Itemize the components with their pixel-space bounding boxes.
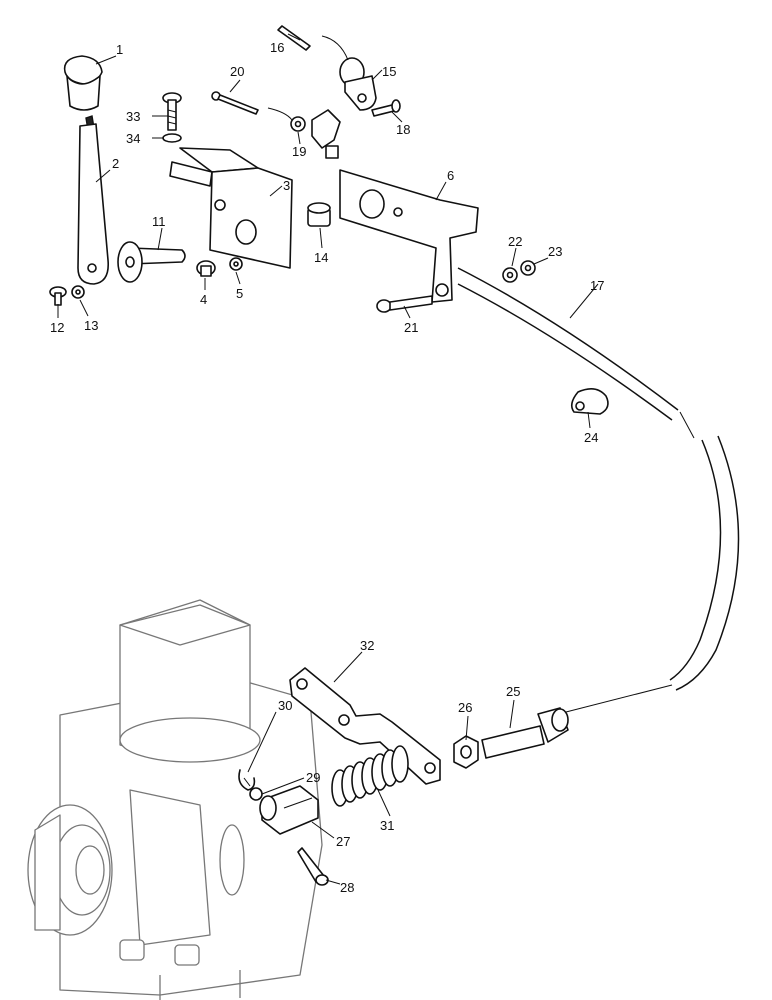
label-part-13: 13 [84,318,98,333]
part-17-control-cable [457,267,740,713]
label-part-2: 2 [112,156,119,171]
leader-lines [57,33,599,885]
label-part-32: 32 [360,638,374,653]
label-part-34: 34 [126,131,140,146]
part-34-washer [162,133,182,143]
label-part-1: 1 [116,42,123,57]
part-2-lever [77,115,110,285]
label-part-21: 21 [404,320,418,335]
part-16-split-pin [277,25,311,51]
part-3-bracket-plate [169,147,293,269]
part-18-pin [371,99,401,117]
label-part-5: 5 [236,286,243,301]
part-24-p-clip [570,388,609,415]
label-part-20: 20 [230,64,244,79]
part-1-knob [63,55,103,111]
part-15-bell-crank [339,57,377,111]
part-14-bush [307,202,331,227]
label-part-4: 4 [200,292,207,307]
gearbox-housing-outline [27,599,323,1000]
label-part-18: 18 [396,122,410,137]
part-31-spring [331,745,409,807]
part-33-bolt [162,92,182,131]
part-29-washer [249,787,263,801]
label-part-15: 15 [382,64,396,79]
part-26-nut [453,735,479,769]
label-part-14: 14 [314,250,328,265]
part-6-cable-bracket [339,169,479,303]
part-4-bolt [196,260,216,277]
label-part-27: 27 [336,834,350,849]
part-30-spring-clip [238,769,256,791]
part-28-pin [297,847,329,886]
part-27-clevis [259,785,319,835]
part-25-adjusting-bolt [481,707,569,759]
part-11-shaft [117,241,186,283]
part-number-labels: 1 2 3 4 5 6 11 12 13 14 15 16 17 18 19 2… [50,40,604,895]
label-part-3: 3 [283,178,290,193]
label-part-22: 22 [508,234,522,249]
label-part-24: 24 [584,430,598,445]
part-12-bolt [49,286,67,306]
part-19-washer [290,116,306,132]
label-part-25: 25 [506,684,520,699]
label-part-11: 11 [152,214,166,229]
label-part-17: 17 [590,278,604,293]
label-part-30: 30 [278,698,292,713]
label-part-6: 6 [447,168,454,183]
part-21-bolt [376,295,433,313]
label-part-16: 16 [270,40,284,55]
label-part-19: 19 [292,144,306,159]
part-13-washer [71,285,85,299]
part-23-washer [520,260,536,276]
part-5-washer [229,257,243,271]
label-part-23: 23 [548,244,562,259]
label-part-12: 12 [50,320,64,335]
part-20-split-pin [211,91,259,115]
label-part-33: 33 [126,109,140,124]
label-part-26: 26 [458,700,472,715]
label-part-29: 29 [306,770,320,785]
part-22-nut [502,267,518,283]
label-part-28: 28 [340,880,354,895]
label-part-31: 31 [380,818,394,833]
cable-clevis-upper [311,109,341,159]
